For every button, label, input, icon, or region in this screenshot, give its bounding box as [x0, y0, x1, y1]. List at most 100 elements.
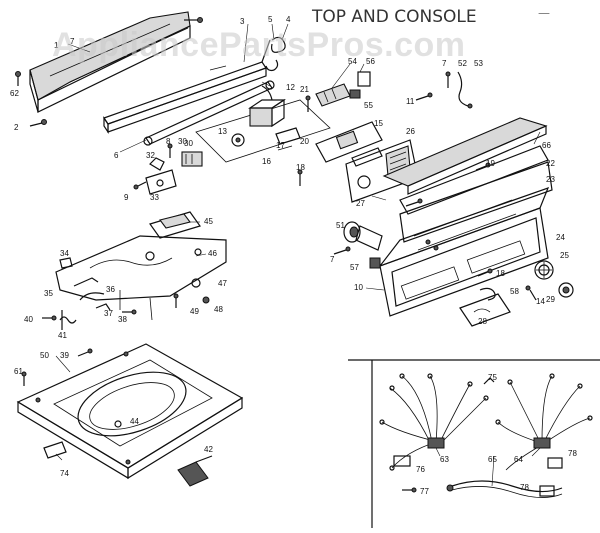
label-55: 55	[364, 101, 373, 110]
power-cord-65	[446, 480, 563, 498]
label-27: 27	[356, 199, 365, 208]
bracket-33	[145, 169, 177, 195]
label-28: 28	[478, 317, 487, 326]
screw-part-62	[15, 71, 21, 86]
label-47: 47	[218, 279, 227, 288]
screw-part-9	[133, 181, 147, 190]
screw-part-7-low	[333, 246, 351, 255]
washer-top-50	[16, 343, 244, 480]
wire-part-58	[479, 287, 496, 301]
label-78-lower: 78	[520, 483, 529, 492]
label-33: 33	[150, 193, 159, 202]
selector-knob-25	[558, 282, 574, 298]
label-32: 32	[146, 151, 155, 160]
label-37: 37	[104, 309, 113, 318]
label-16: 16	[262, 157, 271, 166]
label-74: 74	[60, 469, 69, 478]
label-42: 42	[204, 445, 213, 454]
knob-55	[349, 89, 361, 99]
wire-clip-52-53	[457, 71, 473, 109]
label-76: 76	[416, 465, 425, 474]
label-2: 2	[14, 123, 19, 132]
washer-part-47	[191, 278, 201, 288]
spring-part-41	[59, 310, 77, 330]
label-39: 39	[60, 351, 69, 360]
hinge-rod	[103, 61, 267, 134]
label-9: 9	[124, 193, 129, 202]
diagram-title: TOP AND CONSOLE	[311, 7, 477, 27]
connector-part-76	[393, 455, 411, 467]
label-38: 38	[118, 315, 127, 324]
label-18-center: 18	[496, 269, 505, 278]
screw-part-9-top	[184, 17, 203, 23]
label-5: 5	[268, 15, 273, 24]
label-13: 13	[218, 127, 227, 136]
label-58: 58	[510, 287, 519, 296]
control-bracket-15	[315, 121, 383, 167]
label-77: 77	[420, 487, 429, 496]
cover-plate-45	[149, 211, 201, 239]
label-21: 21	[300, 85, 309, 94]
label-18: 18	[296, 163, 305, 172]
label-75: 75	[488, 373, 497, 382]
switch-block-54	[315, 83, 351, 107]
part-56	[357, 71, 371, 87]
selector-knob-24	[534, 260, 554, 280]
label-12: 12	[286, 83, 295, 92]
bumper-part-74	[43, 441, 67, 459]
label-57: 57	[350, 263, 359, 272]
label-15: 15	[374, 119, 383, 128]
screw-part-11	[415, 92, 433, 101]
label-17: 17	[276, 141, 285, 150]
screw-part-77	[402, 487, 417, 493]
connector-part-78-upper	[547, 457, 563, 469]
label-45: 45	[204, 217, 213, 226]
lid-switch-assembly	[195, 85, 331, 163]
label-36: 36	[106, 285, 115, 294]
label-19: 19	[486, 159, 495, 168]
label-30-top: 30	[178, 137, 187, 146]
label-66: 66	[542, 141, 551, 150]
label-61: 61	[14, 367, 23, 376]
label-41: 41	[58, 331, 67, 340]
label-30: 30	[184, 139, 193, 148]
screw-part-61	[21, 371, 27, 386]
label-46: 46	[208, 249, 217, 258]
bolt-part-38	[122, 309, 137, 315]
label-11: 11	[406, 97, 415, 106]
label-53: 53	[474, 59, 483, 68]
clip-part-28	[459, 293, 511, 327]
label-4: 4	[286, 15, 291, 24]
label-51: 51	[336, 221, 345, 230]
label-54: 54	[348, 57, 357, 66]
label-3: 3	[240, 17, 245, 26]
label-6: 6	[114, 151, 119, 160]
timer-knob-51	[343, 221, 383, 251]
label-63: 63	[440, 455, 449, 464]
base-plate-46	[55, 235, 227, 321]
label-65: 65	[488, 455, 497, 464]
connector-part-78-lower	[539, 485, 555, 497]
screw-part-2	[29, 119, 47, 127]
screw-part-14	[525, 285, 537, 301]
label-35: 35	[44, 289, 53, 298]
part-labels: 1 7 2 62 3 5 4 6 12 21 13 16 17 20 54 56…	[10, 15, 577, 496]
diagram-subtitle: —	[538, 6, 550, 20]
label-7-low: 7	[330, 255, 335, 264]
label-78-upper: 78	[568, 449, 577, 458]
wire-harness-64	[495, 373, 593, 471]
label-34: 34	[60, 249, 69, 258]
screw-part-7-top	[445, 71, 451, 88]
leader-lines	[55, 23, 541, 487]
console-backsplash	[378, 117, 553, 317]
spring-bracket	[261, 36, 286, 72]
label-24: 24	[556, 233, 565, 242]
label-48: 48	[214, 305, 223, 314]
screw-part-40	[42, 315, 57, 321]
rod-bracket-35-36	[73, 277, 105, 301]
label-26: 26	[406, 127, 415, 136]
label-23: 23	[546, 175, 555, 184]
screw-part-18-left	[297, 169, 303, 186]
